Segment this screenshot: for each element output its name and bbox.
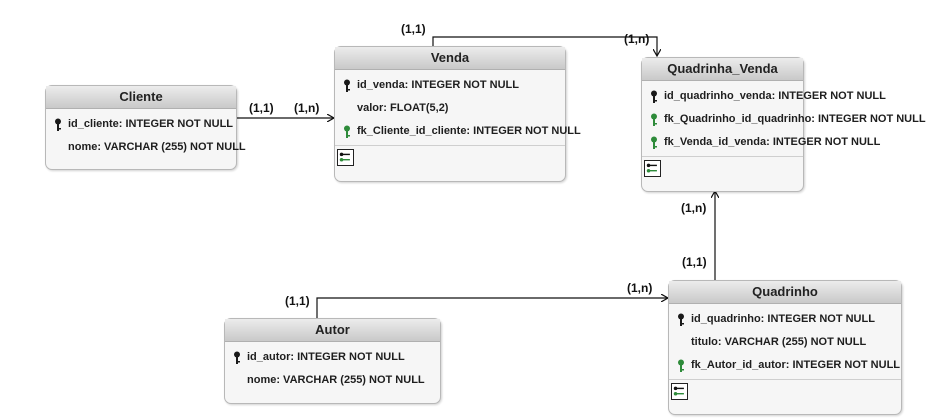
primary-key-icon <box>651 90 657 103</box>
cardinality-label: (1,n) <box>624 32 650 46</box>
field-text: fk_Quadrinho_id_quadrinho: INTEGER NOT N… <box>664 113 926 125</box>
entity-title: Cliente <box>46 86 236 109</box>
entity-cliente[interactable]: Cliente id_cliente: INTEGER NOT NULL nom… <box>45 85 246 170</box>
divider <box>335 145 565 146</box>
entity-title: Quadrinho <box>669 281 901 304</box>
field-row[interactable]: id_quadrinho: INTEGER NOT NULL <box>669 308 901 331</box>
entity-autor[interactable]: Autor id_autor: INTEGER NOT NULL nome: V… <box>224 318 441 404</box>
entity-quadrinha-venda[interactable]: Quadrinha_Venda id_quadrinho_venda: INTE… <box>641 57 926 192</box>
entity-venda[interactable]: Venda id_venda: INTEGER NOT NULL valor: … <box>334 46 581 182</box>
field-text: id_autor: INTEGER NOT NULL <box>247 351 405 363</box>
field-row[interactable]: valor: FLOAT(5,2) <box>335 97 565 120</box>
field-text: id_quadrinho_venda: INTEGER NOT NULL <box>664 90 886 102</box>
connector-autor-quadrinho <box>316 298 668 318</box>
primary-key-icon <box>55 118 61 131</box>
cardinality-label: (1,1) <box>401 22 426 36</box>
field-text: titulo: VARCHAR (255) NOT NULL <box>691 336 867 348</box>
field-row[interactable]: id_venda: INTEGER NOT NULL <box>335 74 565 97</box>
primary-key-icon <box>344 79 350 92</box>
field-row[interactable]: id_quadrinho_venda: INTEGER NOT NULL <box>642 85 886 108</box>
entity-title: Autor <box>225 319 440 342</box>
entity-quadrinho[interactable]: Quadrinho id_quadrinho: INTEGER NOT NULL… <box>668 280 902 415</box>
field-row[interactable]: fk_Venda_id_venda: INTEGER NOT NULL <box>642 131 880 154</box>
field-text: fk_Venda_id_venda: INTEGER NOT NULL <box>664 136 881 148</box>
field-row[interactable]: fk_Quadrinho_id_quadrinho: INTEGER NOT N… <box>642 108 926 131</box>
field-row[interactable]: fk_Cliente_id_cliente: INTEGER NOT NULL <box>335 120 581 143</box>
primary-key-icon <box>678 313 684 326</box>
field-text: valor: FLOAT(5,2) <box>357 102 449 114</box>
field-row[interactable]: titulo: VARCHAR (255) NOT NULL <box>669 331 901 354</box>
cardinality-label: (1,n) <box>681 201 707 215</box>
field-row[interactable]: nome: VARCHAR (255) NOT NULL <box>46 136 246 159</box>
field-text: id_venda: INTEGER NOT NULL <box>357 79 519 91</box>
field-text: id_quadrinho: INTEGER NOT NULL <box>691 313 875 325</box>
field-text: id_cliente: INTEGER NOT NULL <box>68 118 234 130</box>
field-row[interactable]: fk_Autor_id_autor: INTEGER NOT NULL <box>669 354 901 377</box>
field-text: nome: VARCHAR (255) NOT NULL <box>247 374 425 386</box>
foreign-key-icon <box>344 125 350 138</box>
foreign-key-icon <box>651 136 657 149</box>
cardinality-label: (1,1) <box>285 294 310 308</box>
index-section[interactable] <box>669 380 901 404</box>
entity-title: Quadrinha_Venda <box>642 58 803 81</box>
cardinality-label: (1,1) <box>682 255 707 269</box>
index-icon <box>337 149 354 166</box>
index-icon <box>671 383 688 400</box>
field-text: nome: VARCHAR (255) NOT NULL <box>68 141 246 153</box>
field-text: fk_Cliente_id_cliente: INTEGER NOT NULL <box>357 125 581 137</box>
cardinality-label: (1,n) <box>627 281 653 295</box>
cardinality-label: (1,1) <box>249 101 274 115</box>
divider <box>642 156 803 157</box>
index-section[interactable] <box>642 157 803 181</box>
entity-title: Venda <box>335 47 565 70</box>
index-section[interactable] <box>335 146 565 170</box>
divider <box>669 379 901 380</box>
cardinality-label: (1,n) <box>294 101 320 115</box>
field-row[interactable]: id_autor: INTEGER NOT NULL <box>225 346 440 369</box>
foreign-key-icon <box>678 359 684 372</box>
field-row[interactable]: nome: VARCHAR (255) NOT NULL <box>225 369 440 392</box>
foreign-key-icon <box>651 113 657 126</box>
index-icon <box>644 160 661 177</box>
field-text: fk_Autor_id_autor: INTEGER NOT NULL <box>691 359 901 371</box>
field-row[interactable]: id_cliente: INTEGER NOT NULL <box>46 113 236 136</box>
primary-key-icon <box>234 351 240 364</box>
